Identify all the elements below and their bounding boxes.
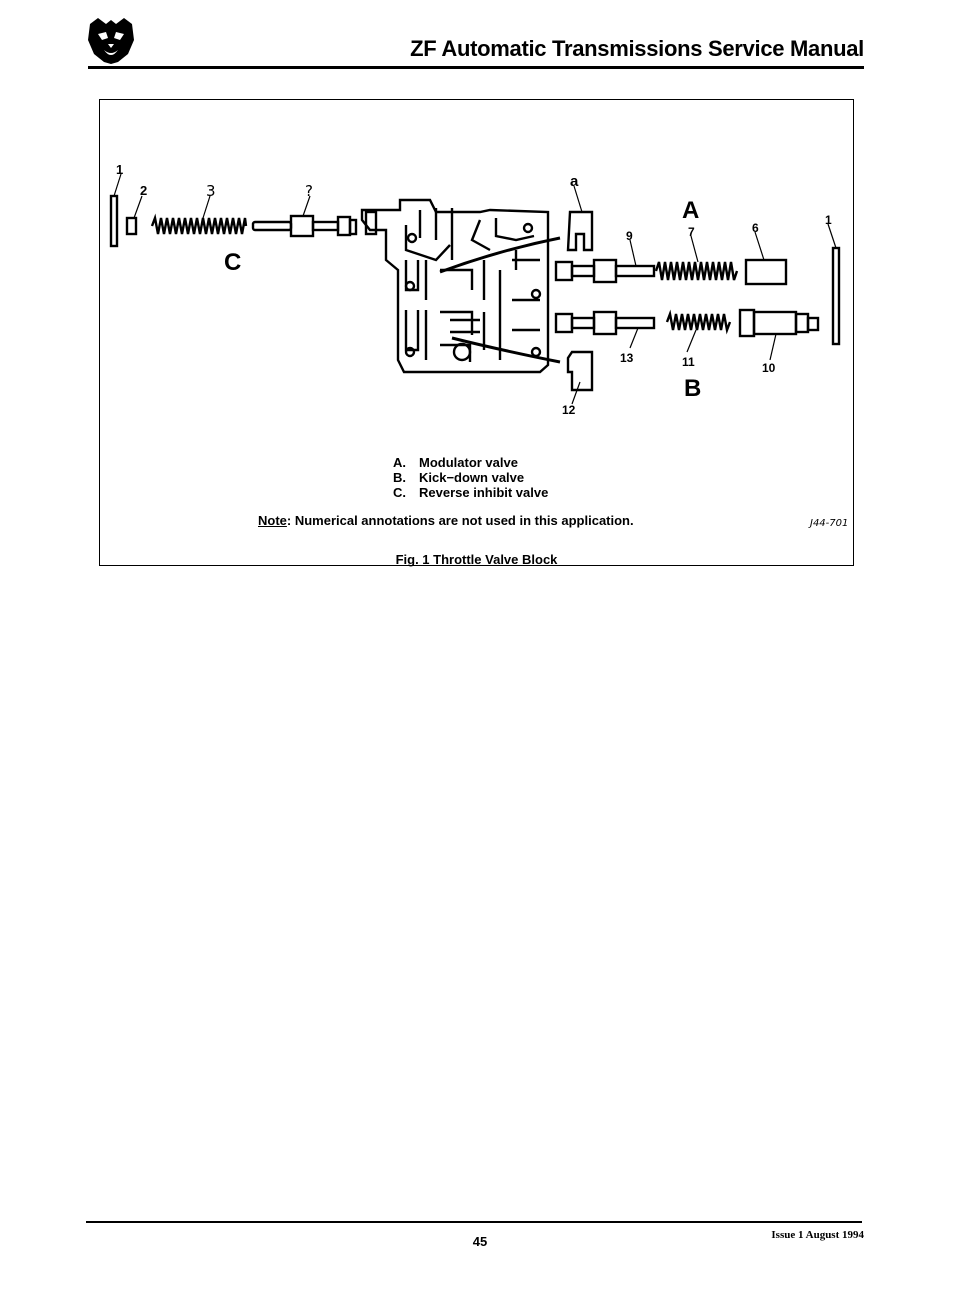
callout-13: 13 bbox=[620, 351, 634, 365]
legend-key: B. bbox=[393, 470, 406, 485]
callout-a: a bbox=[570, 173, 579, 190]
figure-note: Note: Numerical annotations are not used… bbox=[258, 513, 634, 528]
legend-item: A. Modulator valve bbox=[393, 455, 548, 470]
legend-text: Modulator valve bbox=[419, 455, 518, 470]
legend-text: Reverse inhibit valve bbox=[419, 485, 549, 500]
legend-key: A. bbox=[393, 455, 406, 470]
note-label: Note bbox=[258, 513, 287, 528]
figure-caption: Fig. 1 Throttle Valve Block bbox=[395, 552, 558, 567]
figure-frame: 1 2 3 ? a A 9 7 6 1 C 13 11 10 B 12 A. M… bbox=[99, 99, 854, 567]
callout-2: 2 bbox=[140, 183, 147, 198]
legend-key: C. bbox=[393, 485, 406, 500]
legend-item: C. Reverse inhibit valve bbox=[393, 485, 548, 500]
callout-11: 11 bbox=[682, 355, 695, 369]
header-divider bbox=[88, 66, 864, 69]
footer-divider bbox=[86, 1221, 862, 1223]
callout-9: 9 bbox=[626, 229, 633, 243]
legend-text: Kick−down valve bbox=[419, 470, 525, 485]
legend-item: B. Kick−down valve bbox=[393, 470, 548, 485]
note-text: : Numerical annotations are not used in … bbox=[286, 513, 634, 528]
issue-date: Issue 1 August 1994 bbox=[771, 1229, 864, 1241]
jaguar-logo-icon bbox=[88, 18, 134, 64]
page-number: 45 bbox=[472, 1234, 488, 1249]
callout-6: 6 bbox=[752, 221, 759, 235]
figure-reference-code: J44-701 bbox=[810, 518, 849, 529]
callout-4: ? bbox=[305, 182, 313, 200]
callout-10: 10 bbox=[762, 361, 776, 375]
callout-1-right: 1 bbox=[825, 213, 832, 227]
callout-A: A bbox=[682, 197, 699, 224]
page-title: ZF Automatic Transmissions Service Manua… bbox=[410, 36, 864, 61]
callout-7: 7 bbox=[688, 225, 695, 239]
callout-12: 12 bbox=[562, 403, 576, 417]
figure-legend: A. Modulator valve B. Kick−down valve C.… bbox=[393, 455, 548, 500]
callout-1: 1 bbox=[116, 162, 123, 177]
callout-3: 3 bbox=[206, 182, 216, 200]
throttle-valve-diagram: 1 2 3 ? a A 9 7 6 1 C 13 11 10 B 12 bbox=[109, 162, 841, 417]
callout-C: C bbox=[224, 249, 241, 276]
callout-B: B bbox=[684, 375, 701, 402]
